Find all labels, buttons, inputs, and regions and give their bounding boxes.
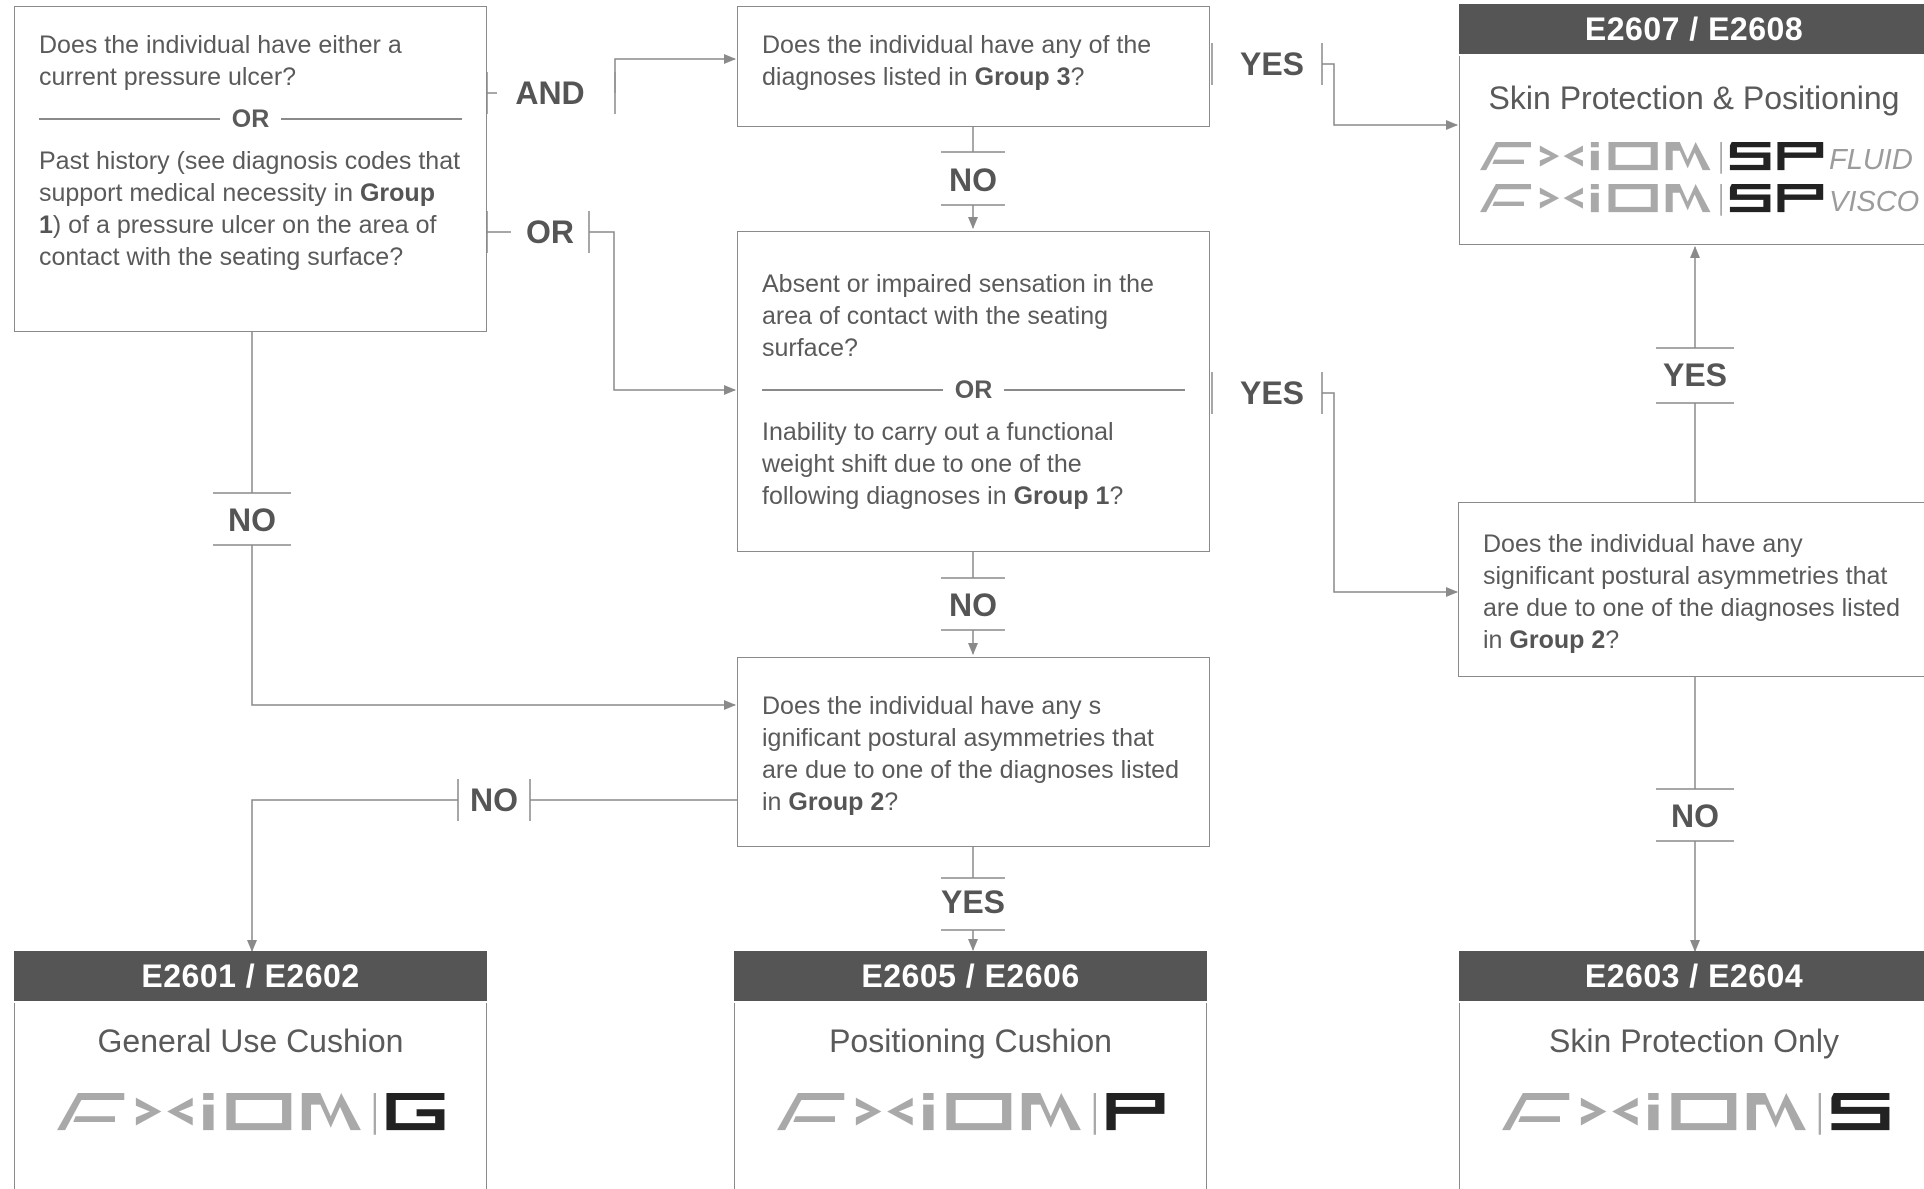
wire-and-out	[614, 54, 736, 93]
question-postural-center-text: Does the individual have any s ignifican…	[762, 692, 1179, 816]
variant-visco-label: VISCO	[1829, 186, 1920, 218]
question-pressure-ulcer-history: Past history (see diagnosis codes that s…	[39, 147, 461, 271]
yes-right-label: YES	[1662, 357, 1728, 393]
outcome-skin-only: E2603 / E2604 Skin Protection Only	[1459, 951, 1924, 1189]
yes-group3-label: YES	[1239, 46, 1305, 82]
or-divider: OR	[39, 103, 462, 135]
question-postural-center: Does the individual have any s ignifican…	[737, 657, 1210, 847]
axiom-sp-logo	[1480, 184, 1824, 216]
question-postural-right-text: Does the individual have any significant…	[1483, 530, 1900, 654]
outcome-code: E2601 / E2602	[14, 951, 487, 1001]
outcome-code: E2605 / E2606	[734, 951, 1207, 1001]
wire-yes-sensation	[1322, 392, 1458, 597]
or-divider-text: OR	[954, 376, 993, 404]
outcome-title: Skin Protection Only	[1549, 1023, 1839, 1059]
question-pressure-ulcer-current: Does the individual have either a curren…	[39, 31, 402, 91]
wire-no-center	[252, 799, 737, 951]
wire-no-left-out	[251, 545, 736, 710]
outcome-title: Skin Protection & Positioning	[1488, 80, 1900, 116]
no-right-label: NO	[1671, 798, 1719, 834]
no-group3-label: NO	[949, 162, 997, 198]
outcome-positioning: E2605 / E2606 Positioning Cushion	[734, 951, 1207, 1189]
yes-center-label: YES	[940, 884, 1006, 920]
question-sensation-absent: Absent or impaired sensation in the area…	[762, 270, 1154, 362]
question-sensation-weight-shift: Inability to carry out a functional weig…	[762, 418, 1124, 510]
no-left-label: NO	[228, 502, 276, 538]
group-3-ref: Group 3	[974, 63, 1071, 91]
and-label: AND	[515, 75, 585, 111]
axiom-p-logo	[777, 1093, 1165, 1135]
axiom-s-logo	[1502, 1093, 1890, 1135]
question-sensation: Absent or impaired sensation in the area…	[737, 231, 1210, 552]
outcome-title: General Use Cushion	[97, 1023, 404, 1059]
outcome-general-use: E2601 / E2602 General Use Cushion	[14, 951, 487, 1189]
outcome-code: E2603 / E2604	[1459, 951, 1924, 1001]
no-center-label: NO	[470, 782, 518, 818]
question-group3: Does the individual have any of the diag…	[737, 6, 1210, 127]
variant-fluid-label: FLUID	[1829, 144, 1913, 176]
group-2-ref: Group 2	[1509, 626, 1606, 654]
outcome-code: E2607 / E2608	[1459, 4, 1924, 54]
group-1-ref: Group 1	[39, 179, 435, 239]
question-pressure-ulcer: Does the individual have either a curren…	[14, 6, 487, 332]
outcome-skin-positioning: E2607 / E2608 Skin Protection & Position…	[1459, 4, 1924, 245]
yes-sensation-label: YES	[1239, 375, 1305, 411]
question-group3-text: Does the individual have any of the diag…	[762, 31, 1152, 91]
or-label: OR	[526, 214, 574, 250]
wire-or-out	[589, 231, 736, 395]
axiom-sp-logo	[1480, 142, 1824, 174]
outcome-title: Positioning Cushion	[829, 1023, 1112, 1059]
axiom-g-logo	[57, 1093, 445, 1135]
or-divider: OR	[762, 374, 1185, 406]
group-1-ref: Group 1	[1013, 482, 1110, 510]
group-2-ref: Group 2	[788, 788, 885, 816]
question-postural-right: Does the individual have any significant…	[1458, 502, 1924, 677]
wire-yes-group3	[1322, 63, 1458, 130]
no-sensation-label: NO	[949, 587, 997, 623]
or-divider-text: OR	[231, 105, 270, 133]
